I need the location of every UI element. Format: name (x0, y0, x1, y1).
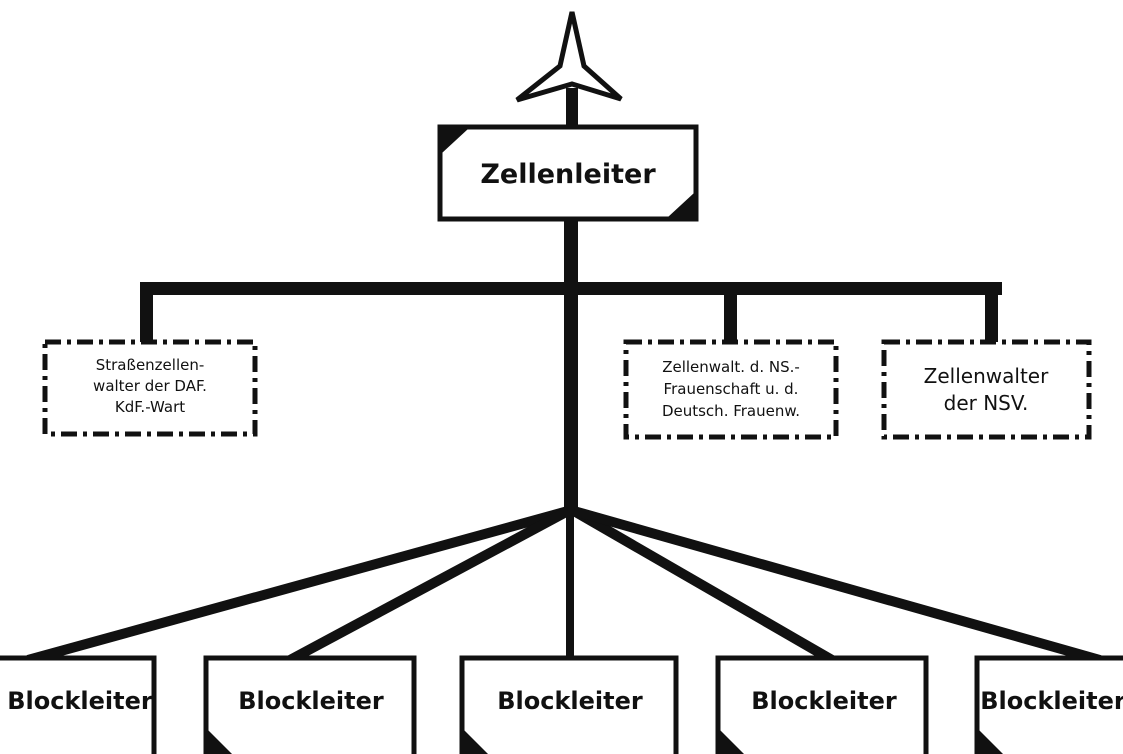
top-node-label: Zellenleiter (480, 159, 656, 190)
top-node: Zellenleiter (437, 124, 699, 222)
staff-node-3-line-1: Zellenwalter (924, 364, 1049, 388)
staff-node-1-line-1: Straßenzellen- (96, 356, 205, 374)
staff-drop-3 (985, 282, 998, 342)
staff-node-1: Straßenzellen- walter der DAF. KdF.-Wart (42, 339, 258, 437)
block-node-2-label: Blockleiter (238, 687, 384, 715)
trunk-line (564, 218, 578, 516)
connectors (26, 218, 1102, 665)
block-node-2: Blockleiter (203, 655, 417, 754)
staff-node-2-line-3: Deutsch. Frauenw. (662, 402, 800, 420)
block-node-5: Blockleiter (974, 655, 1123, 754)
block-node-4-label: Blockleiter (751, 687, 897, 715)
staff-drop-1 (140, 282, 153, 342)
block-node-3-label: Blockleiter (497, 687, 643, 715)
staff-node-3: Zellenwalter der NSV. (881, 339, 1092, 440)
staff-node-2-line-2: Frauenschaft u. d. (664, 380, 799, 398)
branch-line-5 (572, 506, 1102, 665)
staff-node-1-line-3: KdF.-Wart (115, 398, 185, 416)
branch-line-4 (571, 506, 835, 665)
block-node-1-label: Blockleiter (7, 687, 153, 715)
branch-line-1 (26, 506, 570, 665)
staff-node-3-line-2: der NSV. (944, 391, 1029, 415)
branch-line-2 (287, 506, 571, 665)
block-node-3: Blockleiter (459, 655, 679, 754)
rune-arrow-icon (515, 11, 623, 126)
block-node-5-label: Blockleiter (980, 687, 1123, 715)
staff-node-1-line-2: walter der DAF. (93, 377, 207, 395)
block-node-4: Blockleiter (715, 655, 929, 754)
block-node-1: Blockleiter (0, 655, 157, 754)
staff-node-2: Zellenwalt. d. NS.- Frauenschaft u. d. D… (623, 339, 839, 440)
staff-node-2-line-1: Zellenwalt. d. NS.- (662, 358, 800, 376)
staff-bar (140, 282, 1002, 295)
staff-drop-2 (724, 282, 737, 342)
